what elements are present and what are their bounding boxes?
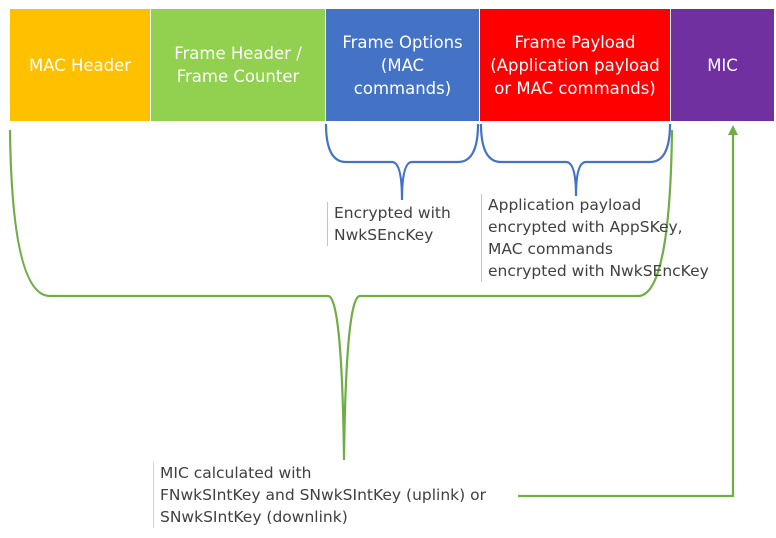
segment-frame-payload-label: Frame Payload (Application payload or MA… (490, 32, 660, 98)
frame-payload-annotation: Application payload encrypted with AppSK… (481, 194, 709, 282)
segment-mic-label: MIC (707, 55, 738, 75)
segment-frame-options: Frame Options (MAC commands) (325, 8, 480, 122)
frame-options-brace (324, 123, 480, 201)
segment-mic: MIC (670, 8, 775, 122)
frame-options-annotation: Encrypted with NwkSEncKey (327, 202, 451, 246)
mic-annotation: MIC calculated with FNwkSIntKey and SNwk… (153, 462, 486, 528)
segment-mac-header: MAC Header (9, 8, 151, 122)
mic-coverage-brace (8, 129, 674, 461)
frame-payload-brace (479, 123, 672, 197)
segment-frame-options-label: Frame Options (MAC commands) (342, 32, 463, 98)
segment-frame-header-label: Frame Header / Frame Counter (174, 44, 302, 86)
mic-arrow (518, 125, 738, 498)
segment-frame-payload: Frame Payload (Application payload or MA… (479, 8, 671, 122)
segment-mac-header-label: MAC Header (28, 55, 132, 75)
